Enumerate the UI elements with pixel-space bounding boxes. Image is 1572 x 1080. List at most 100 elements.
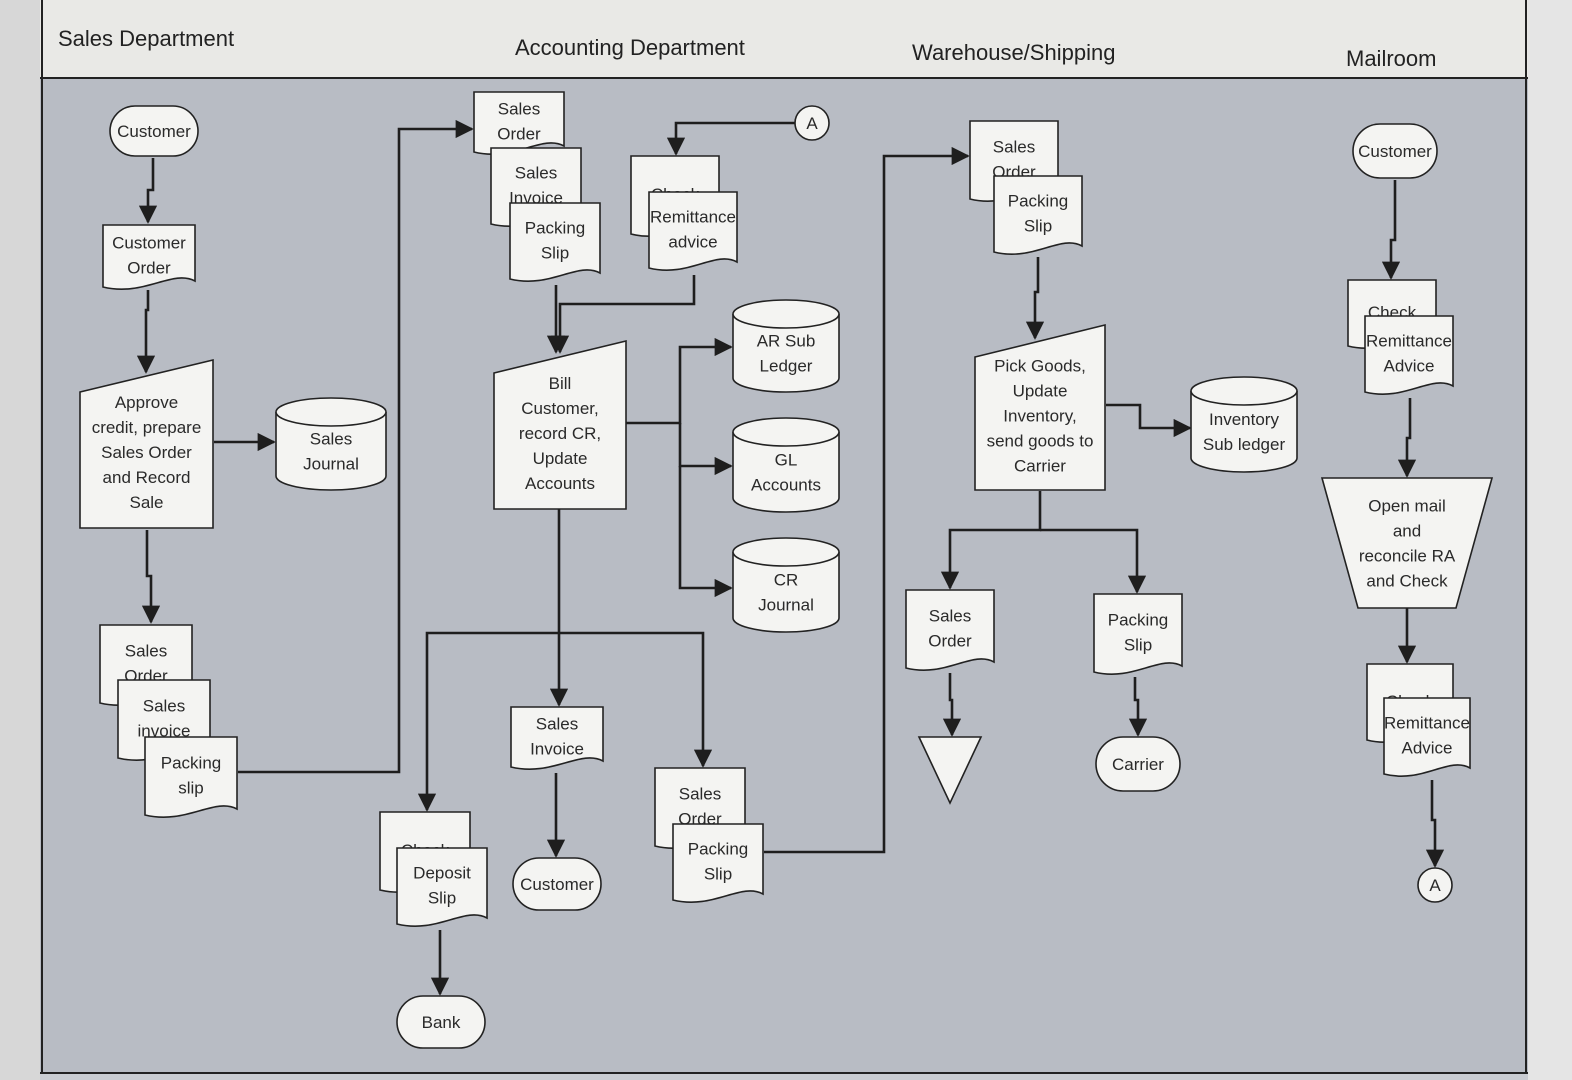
node-label-a-sales-order: Sales [498, 100, 541, 119]
document-shape [1364, 315, 1454, 395]
node-label-a-sales-order2: Sales [679, 785, 722, 804]
node-a-bank: Bank [396, 995, 486, 1049]
node-label-a-bill: Customer, [521, 399, 598, 418]
flow-arrow-a-bill-to-a-cr-journal [678, 466, 733, 598]
node-label-w-pick-goods: Carrier [1014, 457, 1066, 476]
cylinder-top [1190, 376, 1298, 406]
node-label-w-packing-slip2: Packing [1108, 611, 1168, 630]
flow-arrow-m-remittance2-to-m-connector [1425, 780, 1445, 868]
node-label-a-remittance: Remittance [650, 208, 736, 227]
document-shape [672, 823, 764, 903]
terminal-shape [109, 105, 199, 157]
cylinder-body [732, 552, 840, 633]
document-shape [473, 91, 565, 155]
lane-header-bar [40, 0, 1528, 78]
node-label-s-approve: and Record [103, 468, 191, 487]
node-label-w-packing-slip: Slip [1024, 217, 1052, 236]
document-shape [509, 202, 601, 282]
node-label-s-approve: Sale [129, 493, 163, 512]
flow-arrow-a-bill-to-a-check2 [417, 631, 559, 812]
node-label-s-approve: Approve [115, 393, 178, 412]
document-shape [1093, 593, 1183, 675]
node-label-m-remittance2: Advice [1401, 739, 1452, 758]
node-label-s-sales-journal: Journal [303, 455, 359, 474]
node-label-s-cust-order: Order [127, 259, 171, 278]
terminal-shape [1095, 736, 1181, 792]
node-label-a-gl: Accounts [751, 476, 821, 495]
node-label-w-sales-order2: Order [928, 632, 972, 651]
node-label-s-customer: Customer [117, 122, 191, 141]
node-label-a-sales-invoice2: Invoice [530, 740, 584, 759]
document-shape [993, 175, 1083, 255]
node-label-m-remittance2: Remittance [1384, 714, 1470, 733]
node-label-a-sales-invoice2: Sales [536, 715, 579, 734]
terminal-shape [1352, 123, 1438, 179]
document-shape [905, 589, 995, 671]
left-strip [0, 0, 40, 1080]
node-label-a-bill: Bill [549, 374, 572, 393]
flow-arrow-a-connector-top-to-a-check [666, 121, 810, 156]
node-label-a-cr-journal: CR [774, 571, 799, 590]
flow-arrow-w-pick-goods-to-w-sales-order2 [940, 491, 1042, 590]
node-label-s-packing-slip: slip [178, 779, 204, 798]
node-label-m-remittance: Remittance [1366, 332, 1452, 351]
manual-process-shape [1320, 477, 1494, 609]
cylinder-top [732, 417, 840, 447]
lane-title-sales: Sales Department [58, 26, 234, 51]
flow-arrow-m-customer-to-m-check [1381, 180, 1401, 280]
node-label-s-sales-journal: Sales [310, 430, 353, 449]
off-page-connector-shape [1417, 867, 1453, 903]
node-label-a-deposit-slip: Slip [428, 889, 456, 908]
document-shape [1383, 697, 1471, 777]
document-shape [396, 847, 488, 927]
cylinder-body [732, 314, 840, 393]
off-page-connector-shape [794, 105, 830, 141]
flow-arrow-a-remittance-to-a-bill [550, 275, 696, 354]
node-label-a-connector-top: A [806, 114, 818, 133]
node-label-m-connector: A [1429, 876, 1441, 895]
node-label-a-bill: Update [533, 449, 588, 468]
node-a-customer: Customer [512, 857, 602, 911]
flow-arrow-a-packing-slip2-to-w-sales-order [764, 146, 970, 854]
node-label-w-inventory: Inventory [1209, 410, 1279, 429]
node-label-a-gl: GL [775, 451, 798, 470]
node-label-a-customer: Customer [520, 875, 594, 894]
lane-title-mailroom: Mailroom [1346, 46, 1436, 71]
top-strip [1528, 0, 1572, 1080]
node-label-w-packing-slip2: Slip [1124, 636, 1152, 655]
node-label-a-packing-slip: Slip [541, 244, 569, 263]
node-m-connector: A [1417, 867, 1453, 903]
node-label-w-pick-goods: send goods to [987, 432, 1094, 451]
lane-title-accounting: Accounting Department [515, 35, 745, 60]
node-w-file [917, 736, 983, 805]
node-label-w-inventory: Sub ledger [1203, 435, 1286, 454]
cylinder-body [1190, 391, 1298, 473]
node-label-s-approve: credit, prepare [92, 418, 202, 437]
node-label-w-sales-order: Sales [993, 138, 1036, 157]
node-m-customer: Customer [1352, 123, 1438, 179]
node-label-a-sales-invoice: Sales [515, 164, 558, 183]
node-label-m-customer: Customer [1358, 142, 1432, 161]
node-label-a-packing-slip2: Slip [704, 865, 732, 884]
flow-arrow-w-sales-order2-to-w-file [942, 673, 962, 737]
node-label-w-packing-slip: Packing [1008, 192, 1068, 211]
flow-arrow-s-packing-slip-to-a-sales-order [238, 119, 474, 774]
flow-arrow-s-cust-order-to-s-approve [136, 290, 156, 374]
file-triangle-shape [917, 736, 983, 805]
flow-arrow-a-bill-to-a-sales-order2 [559, 631, 713, 768]
lane-title-warehouse: Warehouse/Shipping [912, 40, 1115, 65]
node-label-a-ar-ledger: AR Sub [757, 332, 816, 351]
node-label-a-bank: Bank [422, 1013, 461, 1032]
flow-arrow-w-packing-slip-to-w-pick-goods [1025, 257, 1045, 340]
